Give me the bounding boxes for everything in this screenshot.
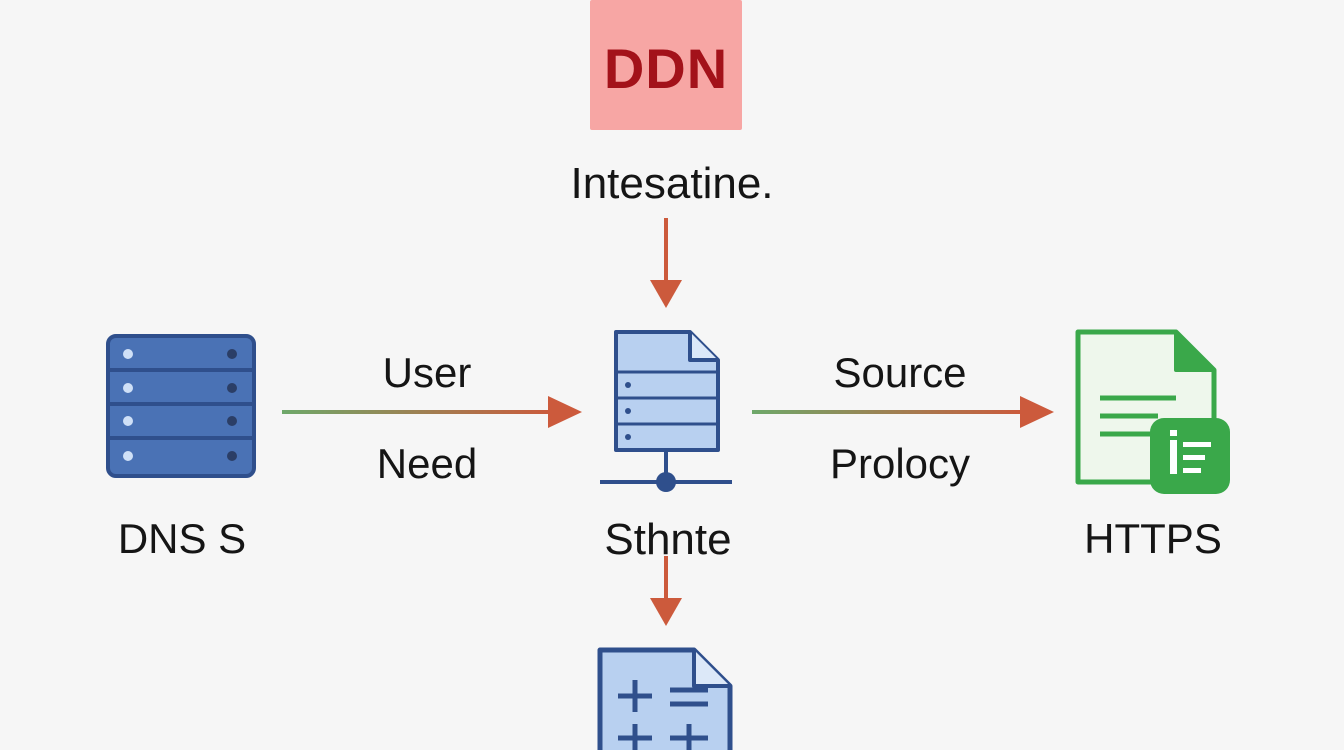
edge-left-label-top: User — [382, 349, 472, 396]
left-node-caption: DNS S — [117, 515, 247, 562]
green-document-icon — [1075, 329, 1230, 494]
arrow-center-to-bottom — [650, 556, 682, 626]
ddn-box: DDN — [590, 0, 742, 130]
arrow-center-to-right — [752, 396, 1054, 428]
calculator-document-icon — [597, 647, 733, 750]
right-node-caption: HTTPS — [1084, 515, 1222, 562]
top-caption: Intesatine. — [570, 159, 774, 208]
document-server-icon — [600, 330, 732, 492]
arrow-left-to-center — [282, 396, 582, 428]
center-node-caption: Sthnte — [604, 515, 732, 564]
edge-right-label-top: Source — [833, 349, 967, 396]
edge-left-label-bottom: Need — [376, 440, 478, 487]
edge-right-label-bottom: Prolocy — [829, 440, 971, 487]
ddn-box-label: DDN — [603, 36, 729, 100]
server-rack-icon — [106, 334, 256, 478]
arrow-top-to-center — [650, 218, 682, 308]
